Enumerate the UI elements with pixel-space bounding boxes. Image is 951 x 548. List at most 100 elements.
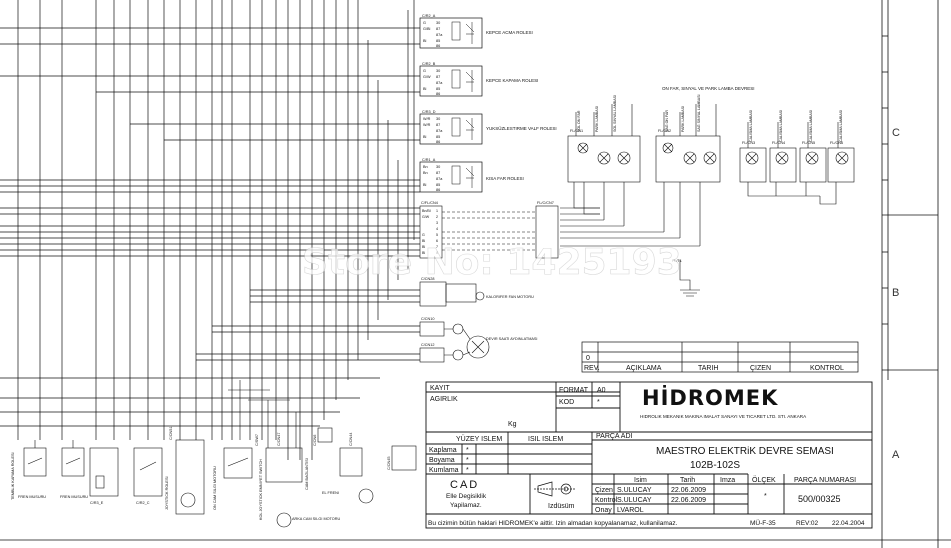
relay-contact-icon xyxy=(465,166,475,188)
lamp-label: SOL ON FAR xyxy=(577,110,581,132)
component-label: C/CN6 xyxy=(313,435,317,446)
connector-blocks xyxy=(419,205,559,363)
olcek-value: * xyxy=(764,493,767,500)
kontrol-date: 22.06.2009 xyxy=(671,497,706,504)
svg-text:30: 30 xyxy=(436,69,440,73)
hidromek-logo: HİDROMEK xyxy=(642,385,777,410)
svg-text:G/W: G/W xyxy=(423,75,431,79)
svg-text:87a: 87a xyxy=(436,177,443,181)
component-label: TEMBLIK KAPAMA ROLESI xyxy=(11,452,15,500)
cizen-date: 22.06.2009 xyxy=(671,487,706,494)
svg-text:1: 1 xyxy=(436,209,438,213)
lamp-label: CALISMA LAMBASI xyxy=(839,110,843,142)
title-olcek: ÖLÇEK xyxy=(752,476,776,484)
svg-text:Bl: Bl xyxy=(422,245,425,249)
relay-kepce-kapama: C/R2_B 30 87 87a 85 86 G G/W Bl KEPCE KA… xyxy=(419,62,538,97)
component-label: FREN MUSURU xyxy=(60,495,88,499)
svg-text:Bl: Bl xyxy=(423,87,427,91)
title-yuzey-islem: YÜZEY ISLEM xyxy=(456,435,502,443)
zone-label-a: A xyxy=(892,449,900,461)
svg-text:7: 7 xyxy=(436,245,438,249)
lamp-circuit xyxy=(560,104,855,297)
svg-text:Bn: Bn xyxy=(423,165,428,169)
svg-text:Yapilamaz.: Yapilamaz. xyxy=(450,502,482,509)
title-boyama: Boyama xyxy=(429,457,455,464)
relay-coil-icon xyxy=(451,69,461,89)
lamp-label: CALISMA LAMBASI xyxy=(749,110,753,142)
title-parca-adi: PARÇA ADI xyxy=(596,433,632,440)
component-label: ON CAM SILGI MOTORU xyxy=(213,466,217,510)
title-format-label: FORMAT xyxy=(559,387,589,394)
svg-text:4: 4 xyxy=(436,227,438,231)
svg-text:CAD: CAD xyxy=(450,479,479,491)
form-number: MÜ-F-35 xyxy=(750,519,776,527)
svg-text:86: 86 xyxy=(436,92,440,96)
svg-text:Bn: Bn xyxy=(423,171,428,175)
component-label: C/CN45 xyxy=(387,456,391,470)
svg-text:86: 86 xyxy=(436,140,440,144)
title-cizen: Çizen xyxy=(595,487,613,494)
svg-text:G: G xyxy=(423,21,426,25)
svg-text:Bl: Bl xyxy=(422,251,425,255)
svg-text:Elle Degisiklik: Elle Degisiklik xyxy=(446,493,487,500)
component-label: ARKA CAM SILGI MOTORU xyxy=(292,517,341,521)
company-name: HIDROLIK MEKANIK MAKINA IMALAT SANAYI VE… xyxy=(640,414,807,419)
svg-text:Bl: Bl xyxy=(423,183,427,187)
svg-text:*: * xyxy=(466,457,469,464)
relay-contact-icon xyxy=(465,22,475,44)
revision-table xyxy=(581,341,859,373)
revision-header: REV. xyxy=(584,365,600,372)
lamp-label: CALISMA LAMBASI xyxy=(779,110,783,142)
title-izdusum: Izdüsüm xyxy=(548,503,575,510)
component-label: C/CN51 xyxy=(169,426,173,440)
title-imza: Imza xyxy=(720,477,735,484)
lamp-label: SOL SINYAL LAMBASI xyxy=(613,95,617,132)
component-label: KOL JOYSTICK EMNIYET SWITCH xyxy=(259,459,263,520)
title-kaplama: Kaplama xyxy=(429,447,457,454)
svg-text:87: 87 xyxy=(436,27,440,31)
component-label: C/R2_C xyxy=(136,501,150,505)
part-number: 500/00325 xyxy=(798,494,841,504)
relay-coil-icon xyxy=(451,165,461,185)
revision-header: AÇIKLAMA xyxy=(626,365,662,372)
title-kg: Kg xyxy=(508,421,517,428)
revision-number: 0 xyxy=(586,355,590,362)
title-kayit: KAYIT xyxy=(430,385,450,392)
title-parca-no-label: PARÇA NUMARASI xyxy=(794,477,856,484)
relay-contact-icon xyxy=(465,70,475,92)
connector-cn7-label: FL/C/CN7 xyxy=(537,201,554,205)
drawing-title: MAESTRO ELEKTRiK DEVRE SEMASI xyxy=(656,446,834,457)
title-tarih: Tarih xyxy=(680,477,695,484)
wiring-trunk xyxy=(0,0,420,460)
relay-yuksuzlestirme: C/R3_D 30 87 87a 85 86 W/R W/R Bl YUKSÜZ… xyxy=(419,110,557,145)
title-block xyxy=(425,381,873,529)
svg-text:*: * xyxy=(466,467,469,474)
gauge-light-label: DEVIR SAATI AYDINLATMASI xyxy=(486,337,537,341)
form-revision: REV:02 xyxy=(796,520,819,527)
title-kontrol: Kontrol xyxy=(595,497,618,504)
relay-coil-icon xyxy=(451,21,461,41)
component-label: JOYSTICK ROLESI xyxy=(165,476,169,510)
cizen-name: S.ULUCAY xyxy=(617,487,652,494)
title-kod-value: * xyxy=(597,399,600,406)
copyright-notice: Bu cizimin bütün haklari HIDROMEK'e aitt… xyxy=(428,520,678,527)
svg-text:3: 3 xyxy=(436,221,438,225)
relay-id: C/R3_D xyxy=(422,110,436,114)
title-isil-islem: ISIL ISLEM xyxy=(528,436,563,443)
component-label: C/CN47 xyxy=(277,432,281,446)
connector-cn10-label: C/CN10 xyxy=(421,317,435,321)
zone-label-c: C xyxy=(892,127,900,139)
zone-label-b: B xyxy=(892,287,899,299)
title-isim: Isim xyxy=(634,477,647,484)
svg-text:*: * xyxy=(466,447,469,454)
svg-text:Bl: Bl xyxy=(423,135,427,139)
svg-text:85: 85 xyxy=(436,183,440,187)
svg-text:86: 86 xyxy=(436,44,440,48)
lamp-connector: FL/CN5 xyxy=(802,141,815,145)
lamp-label: SAG SINYAL LAMBASI xyxy=(697,94,701,132)
svg-text:87: 87 xyxy=(436,171,440,175)
relay-kepce-acma: C/R2_A 30 87 87a 85 86 G G/Bl Bl KEPCE A… xyxy=(419,14,533,49)
title-format-value: A0 xyxy=(597,387,606,394)
relay-id: C/R2_B xyxy=(422,62,436,66)
